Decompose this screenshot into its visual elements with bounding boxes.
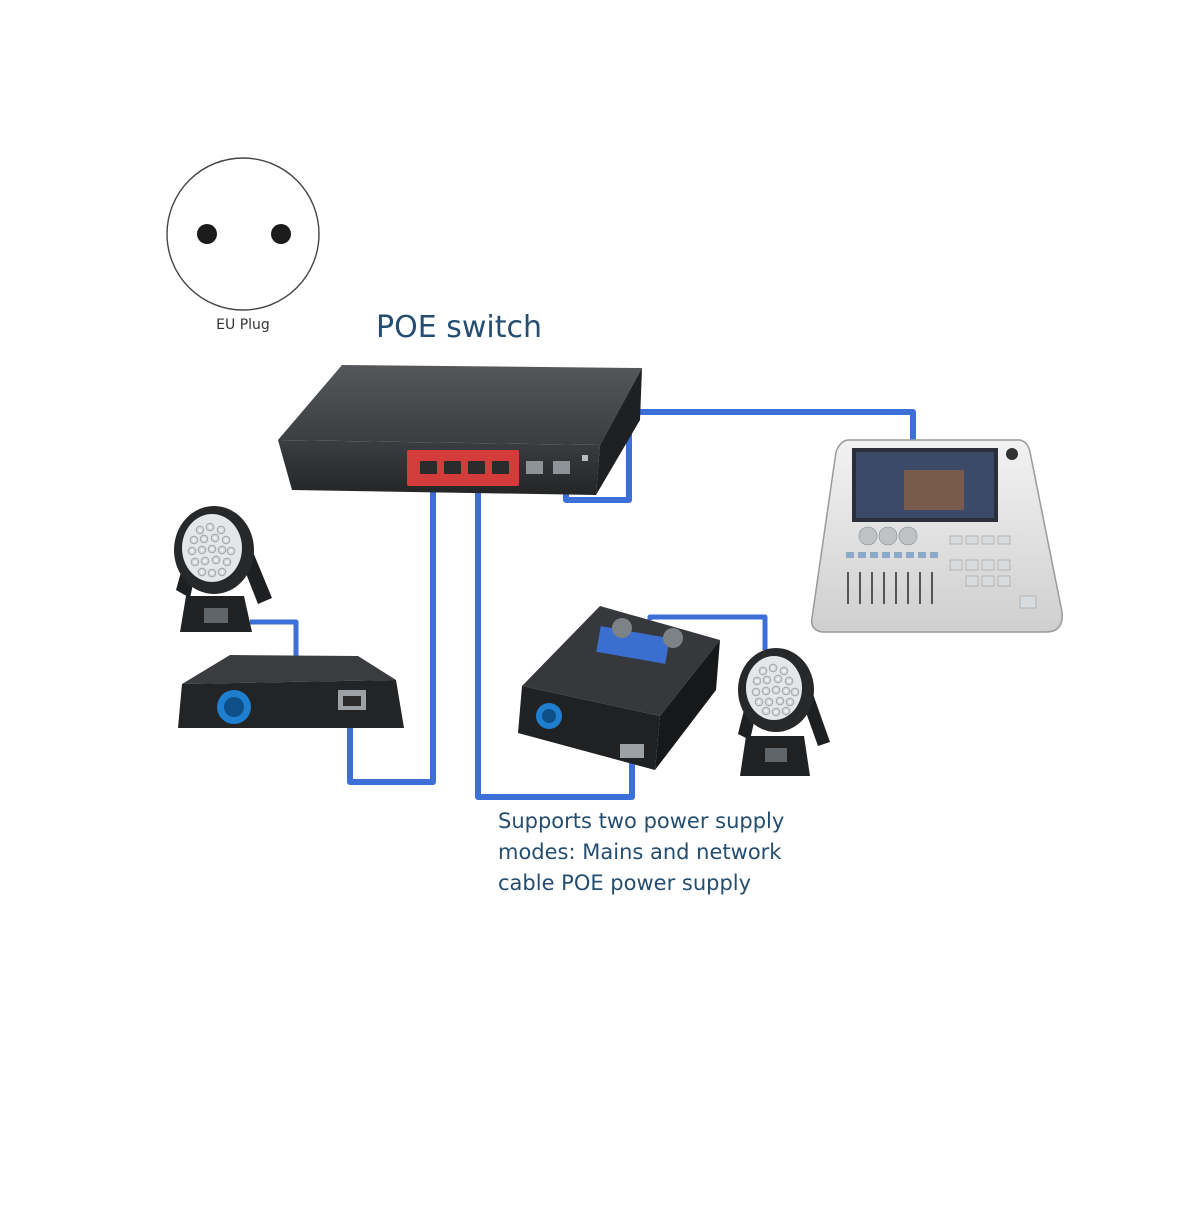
dmx-cable-left [250, 619, 299, 658]
lighting-console-icon [810, 439, 1063, 633]
cable-switch-to-left-node [347, 478, 436, 785]
moving-head-light-icon-right [738, 648, 830, 776]
power-supply-caption: Supports two power supply modes: Mains a… [498, 806, 818, 899]
ethernet-cables [250, 409, 916, 800]
eu-plug-label: EU Plug [216, 317, 270, 333]
moving-head-light-icon [174, 506, 272, 632]
caption-line: modes: Mains and network [498, 840, 782, 864]
dmx-node-icon [178, 655, 404, 728]
caption-line: Supports two power supply [498, 809, 785, 833]
poe-switch-title: POE switch [376, 310, 542, 345]
cable-switch-to-right-node [475, 478, 635, 800]
poe-switch-icon [278, 365, 642, 495]
caption-line: cable POE power supply [498, 871, 752, 895]
dmx-node-icon-right [518, 606, 720, 770]
dmx-cable-right [647, 614, 768, 650]
eu-plug-icon [166, 157, 320, 311]
cable-switch-to-console [563, 409, 916, 503]
